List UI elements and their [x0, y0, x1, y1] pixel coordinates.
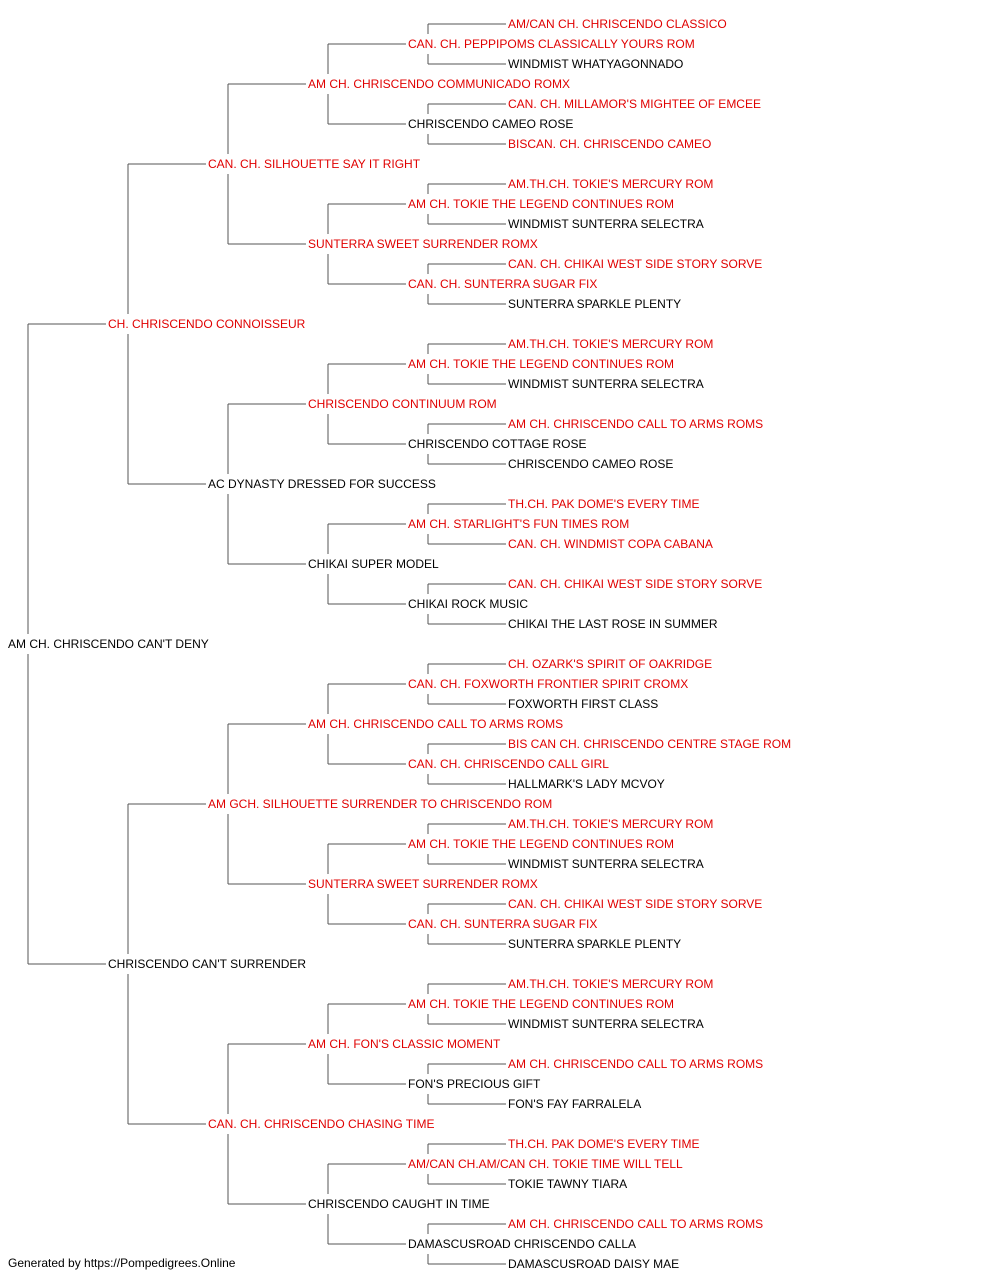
- sire-name: AM CH. TOKIE THE LEGEND CONTINUES ROM: [408, 997, 674, 1011]
- sire-name: AM/CAN CH.AM/CAN CH. TOKIE TIME WILL TEL…: [408, 1157, 683, 1171]
- dam-name: CHRISCENDO CAMEO ROSE: [408, 117, 573, 131]
- sire-name: TH.CH. PAK DOME'S EVERY TIME: [508, 497, 699, 511]
- dam-name: DAMASCUSROAD CHRISCENDO CALLA: [408, 1237, 636, 1251]
- sire-name: AM CH. TOKIE THE LEGEND CONTINUES ROM: [408, 197, 674, 211]
- dam-name: SUNTERRA SPARKLE PLENTY: [508, 937, 681, 951]
- dam-name: CHRISCENDO CAN'T SURRENDER: [108, 957, 306, 971]
- footer-credit: Generated by https://Pompedigrees.Online: [8, 1256, 236, 1270]
- dam-name: CAN. CH. CHRISCENDO CHASING TIME: [208, 1117, 434, 1131]
- sire-name: AM CH. TOKIE THE LEGEND CONTINUES ROM: [408, 837, 674, 851]
- sire-name: CAN. CH. MILLAMOR'S MIGHTEE OF EMCEE: [508, 97, 761, 111]
- sire-name: BIS CAN CH. CHRISCENDO CENTRE STAGE ROM: [508, 737, 791, 751]
- dam-name: CHRISCENDO CAMEO ROSE: [508, 457, 673, 471]
- sire-name: AM/CAN CH. CHRISCENDO CLASSICO: [508, 17, 727, 31]
- dam-name: CAN. CH. CHRISCENDO CALL GIRL: [408, 757, 609, 771]
- ancestor-labels: AM CH. CHRISCENDO CAN'T DENY CH. CHRISCEN…: [8, 17, 791, 1271]
- sire-name: AM CH. CHRISCENDO CALL TO ARMS ROMS: [508, 1057, 763, 1071]
- dam-name: WINDMIST SUNTERRA SELECTRA: [508, 857, 704, 871]
- dam-name: WINDMIST SUNTERRA SELECTRA: [508, 1017, 704, 1031]
- sire-name: AM CH. STARLIGHT'S FUN TIMES ROM: [408, 517, 629, 531]
- dam-name: DAMASCUSROAD DAISY MAE: [508, 1257, 679, 1271]
- dam-name: TOKIE TAWNY TIARA: [508, 1177, 627, 1191]
- dam-name: FON'S PRECIOUS GIFT: [408, 1077, 541, 1091]
- sire-name: AM CH. CHRISCENDO CALL TO ARMS ROMS: [508, 417, 763, 431]
- sire-name: TH.CH. PAK DOME'S EVERY TIME: [508, 1137, 699, 1151]
- sire-name: AM CH. FON'S CLASSIC MOMENT: [308, 1037, 501, 1051]
- dam-name: FOXWORTH FIRST CLASS: [508, 697, 658, 711]
- sire-name: CAN. CH. SILHOUETTE SAY IT RIGHT: [208, 157, 421, 171]
- sire-name: CAN. CH. PEPPIPOMS CLASSICALLY YOURS ROM: [408, 37, 695, 51]
- sire-name: CAN. CH. CHIKAI WEST SIDE STORY SORVE: [508, 257, 762, 271]
- sire-name: AM.TH.CH. TOKIE'S MERCURY ROM: [508, 337, 713, 351]
- sire-name: CAN. CH. FOXWORTH FRONTIER SPIRIT CROMX: [408, 677, 688, 691]
- sire-name: CAN. CH. CHIKAI WEST SIDE STORY SORVE: [508, 577, 762, 591]
- sire-name: AM.TH.CH. TOKIE'S MERCURY ROM: [508, 817, 713, 831]
- dam-name: SUNTERRA SWEET SURRENDER ROMX: [308, 877, 538, 891]
- sire-name: AM CH. CHRISCENDO COMMUNICADO ROMX: [308, 77, 570, 91]
- dam-name: SUNTERRA SPARKLE PLENTY: [508, 297, 681, 311]
- dam-name: FON'S FAY FARRALELA: [508, 1097, 641, 1111]
- dam-name: CHRISCENDO CAUGHT IN TIME: [308, 1197, 490, 1211]
- dam-name: CHRISCENDO COTTAGE ROSE: [408, 437, 586, 451]
- dam-name: WINDMIST SUNTERRA SELECTRA: [508, 377, 704, 391]
- dam-name: CHIKAI ROCK MUSIC: [408, 597, 528, 611]
- dam-name: CAN. CH. SUNTERRA SUGAR FIX: [408, 917, 597, 931]
- sire-name: AM.TH.CH. TOKIE'S MERCURY ROM: [508, 977, 713, 991]
- dam-name: BISCAN. CH. CHRISCENDO CAMEO: [508, 137, 711, 151]
- sire-name: CH. CHRISCENDO CONNOISSEUR: [108, 317, 306, 331]
- dam-name: WINDMIST WHATYAGONNADO: [508, 57, 683, 71]
- dam-name: HALLMARK'S LADY MCVOY: [508, 777, 665, 791]
- sire-name: AM CH. TOKIE THE LEGEND CONTINUES ROM: [408, 357, 674, 371]
- dam-name: CAN. CH. WINDMIST COPA CABANA: [508, 537, 713, 551]
- sire-name: AM CH. CHRISCENDO CALL TO ARMS ROMS: [308, 717, 563, 731]
- connector-lines: [27, 23, 506, 1265]
- dam-name: AC DYNASTY DRESSED FOR SUCCESS: [208, 477, 436, 491]
- dam-name: WINDMIST SUNTERRA SELECTRA: [508, 217, 704, 231]
- dam-name: CAN. CH. SUNTERRA SUGAR FIX: [408, 277, 597, 291]
- dam-name: SUNTERRA SWEET SURRENDER ROMX: [308, 237, 538, 251]
- dam-name: CHIKAI THE LAST ROSE IN SUMMER: [508, 617, 718, 631]
- sire-name: CHRISCENDO CONTINUUM ROM: [308, 397, 497, 411]
- sire-name: CH. OZARK'S SPIRIT OF OAKRIDGE: [508, 657, 712, 671]
- sire-name: AM.TH.CH. TOKIE'S MERCURY ROM: [508, 177, 713, 191]
- sire-name: CAN. CH. CHIKAI WEST SIDE STORY SORVE: [508, 897, 762, 911]
- sire-name: AM CH. CHRISCENDO CALL TO ARMS ROMS: [508, 1217, 763, 1231]
- dam-name: CHIKAI SUPER MODEL: [308, 557, 439, 571]
- sire-name: AM GCH. SILHOUETTE SURRENDER TO CHRISCEN…: [208, 797, 552, 811]
- subject-name: AM CH. CHRISCENDO CAN'T DENY: [8, 637, 209, 651]
